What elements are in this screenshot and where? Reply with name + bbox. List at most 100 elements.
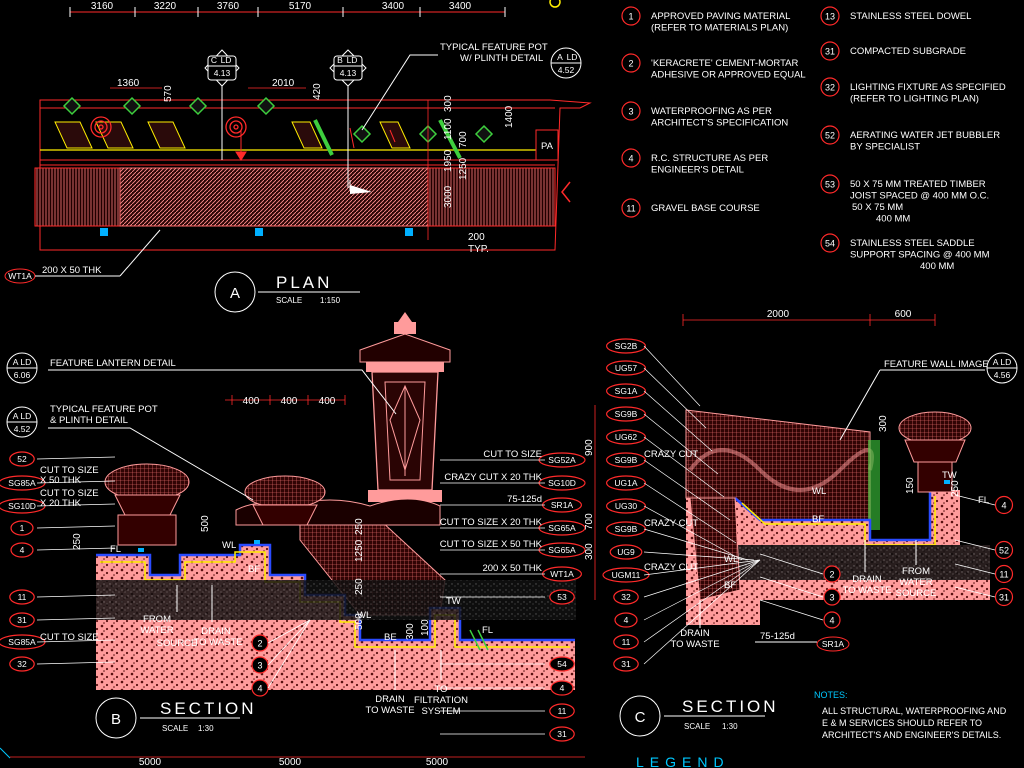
callout-tag-label: 31: [621, 659, 631, 669]
svg-text:1:30: 1:30: [198, 724, 214, 733]
legend-text: JOIST SPACED @ 400 MM O.C.: [850, 191, 989, 202]
section-c-title: SECTION: [682, 697, 779, 716]
marker-ref: 4.13: [340, 68, 357, 78]
dim-label: 5000: [139, 757, 162, 768]
callout-tag: UG9: [609, 544, 643, 560]
tw-label-c: TW: [942, 470, 957, 481]
callout-tag: SG9B: [605, 521, 646, 537]
callout-tag: SR1A: [541, 497, 582, 513]
callout-tag-label: UG57: [615, 363, 637, 373]
callout-tag-label: SR1A: [551, 500, 574, 510]
lantern-note: A LD 6.06 FEATURE LANTERN DETAIL: [6, 352, 397, 415]
callout-tag: UG62: [605, 429, 646, 445]
svg-text:SCALE: SCALE: [162, 724, 188, 733]
tw-label: TW: [446, 596, 461, 607]
pot-note-line2: W/ PLINTH DETAIL: [460, 53, 543, 64]
callout-tag: 4: [550, 680, 574, 696]
callout-tag-label: SG52A: [548, 455, 576, 465]
callout-tag-label: 31: [999, 593, 1009, 603]
section-c-title-block: C SECTION SCALE 1:30: [619, 695, 779, 737]
bf-label-c2: BF: [724, 580, 736, 591]
dim-label: 570: [163, 85, 174, 102]
callout-tag: 31: [549, 726, 575, 742]
callout-tag: UG30: [605, 498, 646, 514]
svg-text:C: C: [635, 709, 646, 726]
dim-label: 5170: [289, 1, 312, 12]
dim-label: 700: [458, 131, 469, 148]
notes-block: NOTES: ALL STRUCTURAL, WATERPROOFING AND…: [814, 690, 1007, 740]
callout-note: CRAZY CUT X 20 THK: [444, 472, 542, 483]
legend-text: 50 X 75 MM TREATED TIMBER: [850, 179, 986, 190]
legend-text: BY SPECIALIST: [850, 142, 920, 153]
wl-label-c: WL: [812, 486, 826, 497]
section-marker-c[interactable]: C LD 4.13: [204, 49, 240, 160]
callout-tag: 4: [10, 542, 34, 558]
svg-text:WT1A: WT1A: [8, 271, 32, 281]
callout-tag-label: 54: [557, 659, 567, 669]
dim-label: 1100: [443, 118, 454, 140]
legend-text: 'KERACRETE' CEMENT-MORTAR: [651, 58, 799, 69]
pot-note: A LD 4.52 TYPICAL FEATURE POT & PLINTH D…: [6, 404, 254, 501]
legend-text: COMPACTED SUBGRADE: [850, 46, 966, 57]
dim-label: 2000: [767, 309, 790, 320]
callout-tag: 1: [10, 520, 34, 536]
dim-label: 500: [354, 613, 365, 630]
dim-label: 250: [354, 518, 365, 535]
legend-text: R.C. STRUCTURE AS PER: [651, 153, 768, 164]
callout-tag-label: UG9: [617, 547, 635, 557]
drain-2: TO WASTE: [193, 637, 242, 648]
dim-label: 5000: [426, 757, 449, 768]
legend-number: 53: [825, 180, 835, 190]
section-c-mid-tags: 234: [759, 553, 841, 629]
callout-tag: SG65A: [538, 542, 586, 558]
dim-label: 1250: [458, 157, 469, 180]
dim-label: 300: [405, 623, 416, 640]
callout-tag-label: SG65A: [548, 545, 576, 555]
legend-text: WATERPROOFING AS PER: [651, 106, 772, 117]
callout-tag: 31: [613, 656, 639, 672]
fl-label-c: FL: [978, 495, 989, 506]
callout-tag-label: 52: [17, 454, 27, 464]
filtration-3: SYSTEM: [421, 706, 460, 717]
callout-tag-label: SG9B: [615, 409, 638, 419]
marker-ld: LD: [221, 55, 232, 65]
svg-text:FEATURE WALL IMAGE: FEATURE WALL IMAGE: [884, 359, 989, 370]
detail-marker-a[interactable]: A LD 4.52: [550, 47, 582, 79]
callout-tag-label: 11: [558, 706, 567, 716]
svg-text:SR1A: SR1A: [822, 639, 845, 649]
callout-tag-label: UGM11: [612, 570, 641, 580]
dim-label: 150: [905, 477, 916, 494]
callout-tag-label: 52: [999, 546, 1009, 556]
typ-dim: 200: [468, 232, 485, 243]
dim-label: 3160: [91, 1, 114, 12]
legend-text: SUPPORT SPACING @ 400 MM: [850, 250, 990, 261]
section-c-left-tags: SG2BUG57SG1ASG9BUG62SG9BUG1AUG30SG9BUG9U…: [602, 338, 761, 672]
svg-text:4.56: 4.56: [994, 370, 1011, 380]
callout-tag-label: SG9B: [615, 455, 638, 465]
legend-text: APPROVED PAVING MATERIAL: [651, 11, 790, 22]
wt1a-tag: WT1A 200 X 50 THK: [4, 229, 161, 284]
fl-label: FL: [482, 625, 493, 636]
scale-value: 1:150: [320, 296, 341, 305]
svg-text:TYPICAL FEATURE POT: TYPICAL FEATURE POT: [50, 404, 158, 415]
dim-label: 2010: [272, 78, 295, 89]
legend-number: 3: [628, 107, 633, 117]
scale-label: SCALE: [276, 296, 302, 305]
from-water-1: FROM: [143, 614, 171, 625]
section-marker-b[interactable]: B LD 4.13: [329, 49, 367, 188]
callout-tag-label: 4: [560, 683, 565, 693]
callout-tag-label: SG2B: [615, 341, 638, 351]
callout-tag-label: UG62: [615, 432, 637, 442]
section-b-title: SECTION: [160, 699, 257, 718]
callout-tag: 32: [613, 589, 639, 605]
callout-tag-label: 11: [622, 637, 631, 647]
dim-label: 700: [584, 513, 595, 530]
typ-label: TYP.: [468, 244, 489, 255]
callout-tag-label: SG1A: [615, 386, 638, 396]
